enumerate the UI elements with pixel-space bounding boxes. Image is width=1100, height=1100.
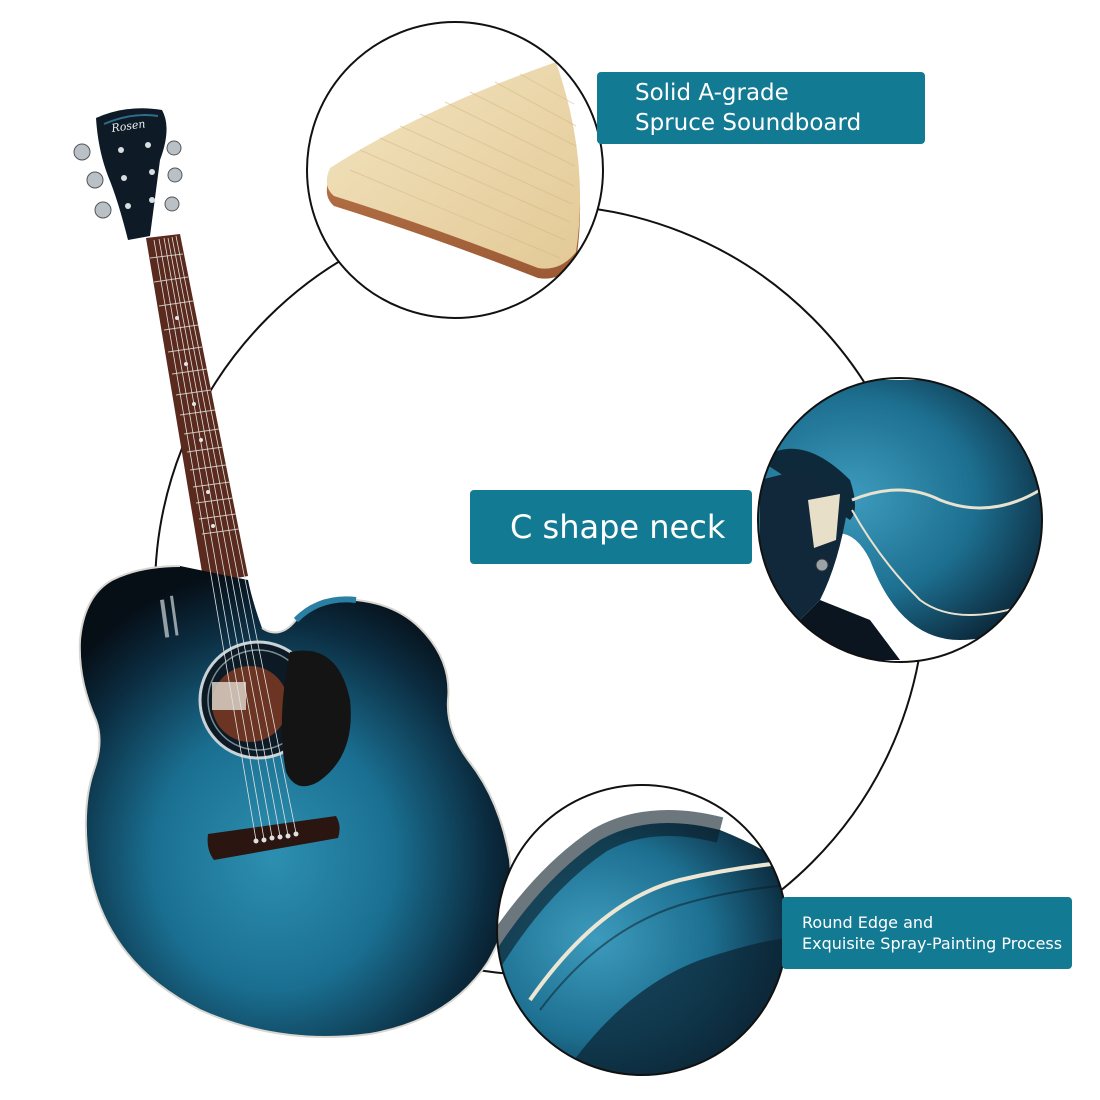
edge-label: Round Edge and Exquisite Spray-Painting … xyxy=(782,897,1072,969)
edge-detail-image xyxy=(496,784,788,1076)
pickguard xyxy=(281,650,351,787)
edge-label-line2: Exquisite Spray-Painting Process xyxy=(802,934,1063,953)
soundboard-label-line1: Solid A-grade xyxy=(635,80,789,106)
edge-label-line1: Round Edge and xyxy=(802,913,934,932)
neck-detail-image xyxy=(757,377,1043,663)
headstock-logo: Rosen xyxy=(110,117,147,135)
headstock xyxy=(96,108,167,240)
guitar-body xyxy=(79,566,512,1037)
soundboard-label: Solid A-grade Spruce Soundboard xyxy=(597,72,925,144)
soundboard-label-line2: Spruce Soundboard xyxy=(635,110,862,136)
fretboard xyxy=(146,234,248,584)
soundboard-detail-image xyxy=(306,21,604,319)
neck-label: C shape neck xyxy=(470,490,752,564)
tuner-pegs xyxy=(73,140,183,219)
neck-label-text: C shape neck xyxy=(510,508,726,546)
guitar-image: Rosen xyxy=(73,108,513,1038)
